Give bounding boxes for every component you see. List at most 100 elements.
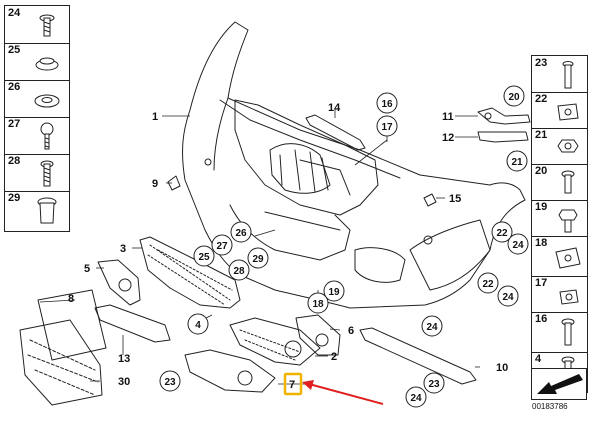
lower-grille	[139, 236, 241, 309]
callout-20	[503, 85, 525, 107]
legend-num: 26	[8, 81, 21, 93]
callout-label-24b: 24	[502, 292, 514, 303]
part-label-2: 2	[331, 351, 337, 363]
callout-22b	[477, 272, 499, 294]
legend-cell-24: 24	[5, 6, 69, 44]
callout-label-23a: 23	[428, 379, 440, 390]
legend-cell-19: 19	[532, 200, 587, 237]
part-label-7: 7	[289, 379, 295, 391]
callout-label-24d: 24	[410, 393, 422, 404]
callout-29	[247, 247, 269, 269]
callout-19	[323, 280, 345, 302]
part-label-15: 15	[449, 193, 461, 205]
part-label-1: 1	[152, 111, 158, 123]
hex-bolt-icon	[557, 139, 579, 153]
grille-2	[229, 317, 321, 366]
legend-cell-17: 17	[532, 276, 587, 313]
part-label-10: 10	[496, 362, 508, 374]
part-label-12: 12	[442, 132, 454, 144]
callout-21	[506, 150, 528, 172]
document-number: 00183786	[532, 402, 568, 411]
callout-label-22a: 22	[496, 228, 508, 239]
clip-9	[167, 175, 181, 191]
callout-27	[211, 234, 233, 256]
legend-num: 24	[8, 7, 21, 19]
expanding-rivet-icon	[37, 197, 57, 224]
legend-cell-21: 21	[532, 128, 587, 165]
legend-num: 20	[535, 165, 548, 177]
legend-cell-22: 22	[532, 92, 587, 129]
callout-label-21: 21	[511, 157, 523, 168]
part-label-6: 6	[348, 325, 354, 337]
legend-num: 27	[8, 118, 21, 130]
callout-17	[376, 115, 398, 137]
legend-num: 25	[8, 44, 21, 56]
right-parts-legend: 23 22 21 20 19 18 17 16 4	[531, 55, 588, 393]
plastic-rivet-icon	[562, 61, 574, 89]
legend-cell-23: 23	[532, 56, 587, 93]
license-carrier-30	[19, 319, 103, 406]
washer-icon	[34, 94, 60, 108]
left-parts-legend: 24 25 26 27 28 29	[4, 5, 70, 232]
strip-13	[94, 304, 171, 343]
bracket-12	[477, 131, 529, 143]
callout-23a	[423, 372, 445, 394]
legend-num: 29	[8, 192, 21, 204]
part-label-11: 11	[442, 111, 454, 123]
reference-arrow-icon	[531, 368, 587, 400]
callout-16	[376, 92, 398, 114]
bracket-11	[477, 107, 531, 125]
spoiler-10	[359, 327, 477, 385]
callout-label-26: 26	[235, 228, 247, 239]
legend-num: 17	[535, 277, 548, 289]
legend-cell-29: 29	[5, 191, 69, 231]
grommet-icon	[35, 57, 59, 71]
callout-label-19: 19	[328, 287, 340, 298]
trim-strip	[305, 114, 366, 151]
legend-num: 16	[535, 313, 548, 325]
legend-num: 18	[535, 237, 548, 249]
callout-4	[187, 313, 209, 335]
part-label-5: 5	[84, 263, 90, 275]
callout-label-27: 27	[216, 241, 228, 252]
callout-label-28: 28	[233, 266, 245, 277]
part-label-9: 9	[152, 178, 158, 190]
kidney-grille-opening	[234, 99, 379, 216]
callout-18	[307, 292, 329, 314]
legend-num: 4	[535, 353, 542, 365]
clip-15	[423, 193, 437, 207]
bolt-icon	[561, 318, 575, 346]
legend-cell-27: 27	[5, 117, 69, 155]
legend-cell-16: 16	[532, 312, 587, 353]
callout-label-22b: 22	[482, 279, 494, 290]
legend-cell-28: 28	[5, 154, 69, 192]
highlight-box	[283, 372, 303, 396]
callout-23b	[159, 370, 181, 392]
callout-label-29: 29	[252, 254, 264, 265]
legend-cell-25: 25	[5, 43, 69, 81]
part-label-13: 13	[118, 353, 130, 365]
callout-label-23b: 23	[164, 377, 176, 388]
callout-24c	[421, 315, 443, 337]
callout-26	[230, 221, 252, 243]
license-plate-8	[37, 289, 107, 361]
legend-num: 28	[8, 155, 21, 167]
legend-num: 19	[535, 201, 548, 213]
callout-arrow	[302, 380, 384, 405]
callout-24a	[507, 233, 529, 255]
nut-icon	[559, 289, 579, 305]
part-label-3: 3	[120, 243, 126, 255]
legend-num: 23	[535, 57, 548, 69]
callout-24d	[405, 386, 427, 408]
cover-7	[184, 349, 276, 393]
callout-25	[193, 245, 215, 267]
legend-cell-20: 20	[532, 164, 587, 201]
screw-icon	[561, 170, 575, 194]
callout-24b	[497, 285, 519, 307]
legend-cell-26: 26	[5, 80, 69, 118]
callout-label-17: 17	[381, 122, 393, 133]
trim-5	[97, 259, 141, 306]
callout-label-24a: 24	[512, 240, 524, 251]
callout-label-24c: 24	[426, 322, 438, 333]
